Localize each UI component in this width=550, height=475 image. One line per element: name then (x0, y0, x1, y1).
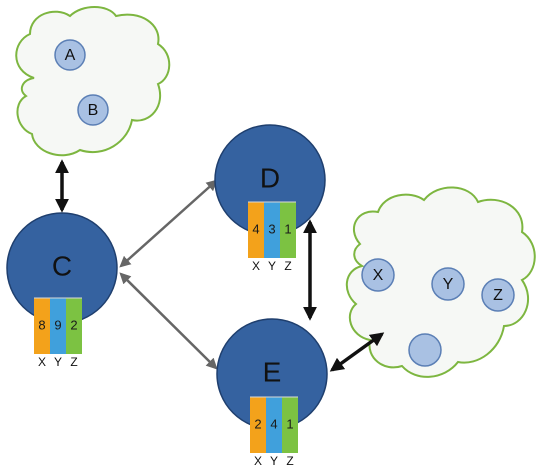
node-c-bar-x (34, 298, 50, 354)
node-d-axis-x: X (252, 259, 260, 273)
node-a-circle (54, 39, 86, 71)
node-z-circle (481, 278, 515, 312)
node-e-axis-y: Y (270, 454, 278, 468)
node-e-value-z: 1 (286, 416, 293, 431)
node-unlabeled-circle (408, 333, 442, 367)
node-c-bar-y (50, 298, 66, 354)
node-c: C 8 9 2 X Y Z (6, 212, 118, 369)
node-e-bar-y (266, 397, 282, 453)
node-x: X (361, 258, 395, 292)
node-d-value-z: 1 (284, 221, 291, 236)
node-d-bar-z (280, 202, 296, 258)
edge-c-d (119, 179, 218, 268)
edges (55, 159, 385, 372)
node-e: E 2 4 1 X Y Z (216, 318, 328, 468)
node-c-values: 8 9 2 X Y Z (34, 297, 82, 369)
node-e-label: E (263, 356, 282, 387)
node-d: D 4 3 1 X Y Z (214, 124, 326, 273)
node-c-value-z: 2 (70, 317, 77, 332)
node-e-value-x: 2 (254, 416, 261, 431)
node-y-label: Y (443, 276, 454, 293)
node-e-value-y: 4 (270, 416, 277, 431)
node-c-axis-z: Z (70, 355, 77, 369)
node-b-label: B (88, 102, 99, 119)
node-b-circle (77, 94, 109, 126)
node-c-value-y: 9 (54, 317, 61, 332)
node-x-label: X (373, 267, 384, 284)
edge-c-e (119, 272, 218, 370)
node-b: B (77, 94, 109, 126)
node-e-axis-x: X (254, 454, 262, 468)
node-e-values: 2 4 1 X Y Z (250, 396, 298, 468)
node-e-bar-z (282, 397, 298, 453)
node-unlabeled (408, 333, 442, 367)
node-a: A (54, 39, 86, 71)
node-y-circle (431, 267, 465, 301)
node-d-axis-z: Z (284, 259, 291, 273)
node-d-value-y: 3 (268, 221, 275, 236)
node-d-value-x: 4 (252, 221, 259, 236)
node-d-label: D (260, 162, 280, 193)
node-c-axis-x: X (38, 355, 46, 369)
node-a-label: A (65, 47, 76, 64)
node-c-label: C (52, 250, 72, 281)
node-d-bar-y (264, 202, 280, 258)
node-e-bar-x (250, 397, 266, 453)
node-c-value-x: 8 (38, 317, 45, 332)
node-d-axis-y: Y (268, 259, 276, 273)
right-cloud: X Y Z (346, 186, 536, 378)
node-c-axis-y: Y (54, 355, 62, 369)
node-d-bar-x (248, 202, 264, 258)
node-e-axis-z: Z (286, 454, 293, 468)
node-y: Y (431, 267, 465, 301)
node-x-circle (361, 258, 395, 292)
node-z-label: Z (493, 287, 503, 304)
node-z: Z (481, 278, 515, 312)
top-cloud: A B (15, 6, 171, 157)
node-c-bar-z (66, 298, 82, 354)
node-d-values: 4 3 1 X Y Z (248, 201, 296, 273)
top-cloud-shape (15, 6, 171, 157)
edge-e-rightcloud (329, 332, 385, 372)
